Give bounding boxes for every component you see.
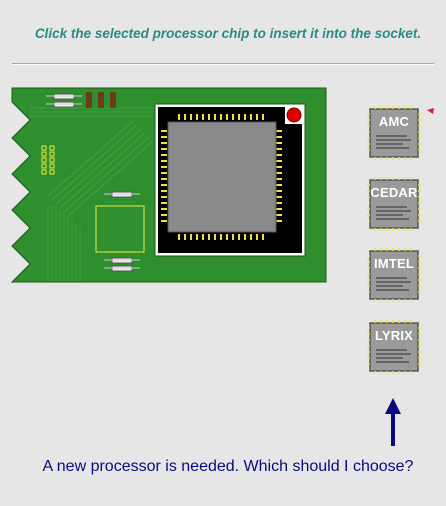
processor-chip-icon <box>367 248 421 302</box>
cpu-socket[interactable] <box>155 104 305 256</box>
divider <box>12 63 434 65</box>
question-text: A new processor is needed. Which should … <box>42 458 414 475</box>
chip-imtel-button[interactable]: IMTEL <box>367 248 421 302</box>
chip-label: LYRIX <box>374 328 414 343</box>
chip-amc-button[interactable]: AMC <box>367 106 421 160</box>
chip-lyrix-button[interactable]: LYRIX <box>367 320 421 374</box>
resistors-top <box>46 92 116 108</box>
processor-chip-icon <box>367 320 421 374</box>
up-arrow-icon <box>385 398 401 446</box>
processor-chip-icon <box>367 177 421 231</box>
chip-label: CEDAR <box>370 185 418 200</box>
triangle-pointer-icon <box>427 108 434 114</box>
chip-label: AMC <box>378 114 410 129</box>
motherboard <box>10 87 327 283</box>
chip-cedar-button[interactable]: CEDAR <box>367 177 421 231</box>
processor-chip-icon <box>367 106 421 160</box>
red-dot-icon <box>285 106 303 124</box>
instruction-text: Click the selected processor chip to ins… <box>34 26 422 41</box>
chip-label: IMTEL <box>374 256 414 271</box>
